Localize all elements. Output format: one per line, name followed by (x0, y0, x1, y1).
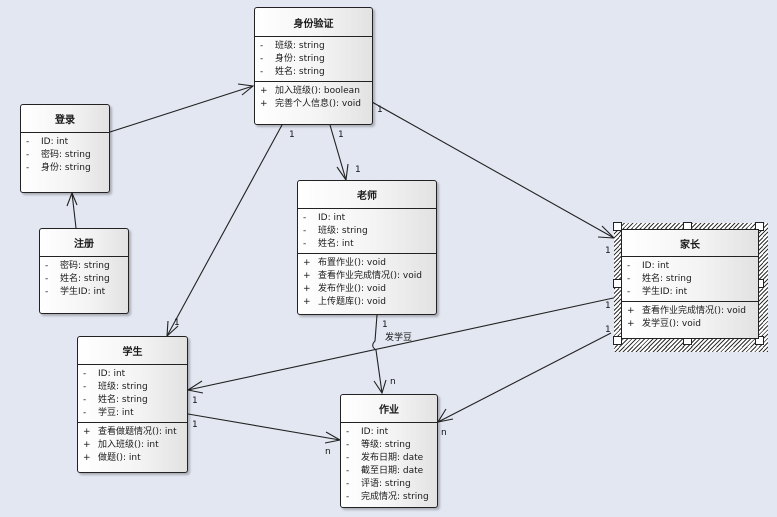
arrowhead (186, 380, 204, 394)
operation: +做题(): int (83, 453, 141, 463)
attribute: -ID: int (83, 369, 126, 379)
resize-handle[interactable] (613, 336, 622, 345)
multiplicity-label: 1 (605, 246, 611, 256)
assoc-auth-teacher[interactable] (329, 124, 347, 181)
class-name: 家长 (622, 230, 758, 257)
arrowhead (66, 191, 78, 207)
attribute: -ID: int (26, 137, 69, 147)
attribute: -班级: string (303, 226, 368, 236)
resize-handle[interactable] (755, 336, 764, 345)
arrowhead (597, 225, 616, 239)
arrowhead (237, 83, 255, 96)
attribute: -姓名: int (303, 239, 354, 249)
assoc-auth-parent[interactable] (371, 101, 615, 239)
attribute: -截至日期: date (346, 466, 424, 476)
operation: +发布作业(): void (303, 284, 386, 294)
multiplicity-label: 1 (605, 325, 611, 335)
class-student[interactable]: 学生 -ID: int -班级: string -姓名: string -学豆:… (77, 336, 188, 473)
class-name: 学生 (78, 337, 187, 365)
multiplicity-label: n (441, 428, 447, 438)
operation: +查看做题情况(): int (83, 427, 177, 437)
attribute: -ID: int (303, 213, 346, 223)
multiplicity-label: 1 (605, 301, 611, 311)
multiplicity-label: 1 (192, 420, 198, 430)
resize-handle[interactable] (755, 222, 764, 231)
operation: +加入班级(): boolean (260, 86, 360, 96)
operation: +查看作业完成情况(): void (627, 306, 746, 316)
class-name: 作业 (341, 395, 437, 423)
assoc-parent-student[interactable] (187, 296, 619, 391)
attributes-section: -ID: int -班级: string -姓名: string -学豆: in… (78, 365, 187, 423)
class-teacher[interactable]: 老师 -ID: int -班级: string -姓名: int +布置作业()… (297, 180, 437, 315)
attribute: -学生ID: int (627, 287, 688, 297)
attributes-section: -ID: int -密码: string -身份: string (21, 133, 109, 177)
attributes-section: -密码: string -姓名: string -学生ID: int (40, 257, 128, 301)
attribute: -身份: string (260, 54, 325, 64)
class-name: 登录 (21, 105, 109, 133)
class-login[interactable]: 登录 -ID: int -密码: string -身份: string (20, 104, 110, 193)
assoc-register-login[interactable] (71, 192, 77, 229)
multiplicity-label: n (325, 447, 331, 457)
attribute: -学生ID: int (45, 287, 106, 297)
multiplicity-label: 1 (192, 396, 198, 406)
attribute: -完成情况: string (346, 492, 429, 502)
multiplicity-label: n (390, 377, 396, 387)
attribute: -班级: string (260, 41, 325, 51)
operations-section: +加入班级(): boolean +完善个人信息(): void (255, 82, 372, 113)
class-parent[interactable]: 家长 -ID: int -姓名: string -学生ID: int +查看作业… (621, 229, 759, 339)
attribute: -等级: string (346, 440, 411, 450)
assoc-parent-homework[interactable] (437, 332, 612, 423)
attribute: -密码: string (26, 150, 91, 160)
attribute: -姓名: string (83, 395, 148, 405)
class-register[interactable]: 注册 -密码: string -姓名: string -学生ID: int (39, 228, 129, 314)
assoc-auth-student[interactable] (166, 124, 283, 337)
operation: +完善个人信息(): void (260, 99, 361, 109)
attribute: -发布日期: date (346, 453, 424, 463)
attribute: -姓名: string (45, 274, 110, 284)
operation: +查看作业完成情况(): void (303, 271, 422, 281)
attribute: -学豆: int (83, 408, 134, 418)
attribute: -姓名: string (627, 274, 692, 284)
operation: +发学豆(): void (627, 319, 701, 329)
arrowhead (436, 408, 454, 423)
resize-handle[interactable] (613, 222, 622, 231)
multiplicity-label: 1 (355, 165, 361, 175)
class-name: 老师 (298, 181, 436, 209)
attribute: -身份: string (26, 163, 91, 173)
operation: +加入班级(): int (83, 440, 159, 450)
attribute: -评语: string (346, 479, 411, 489)
arrowhead (373, 379, 387, 395)
attributes-section: -ID: int -姓名: string -学生ID: int (622, 257, 758, 302)
operation: +上传题库(): void (303, 297, 386, 307)
attribute: -姓名: string (260, 67, 325, 77)
assoc-teacher-homework[interactable] (372, 314, 383, 394)
attribute: -班级: string (83, 382, 148, 392)
assoc-login-auth[interactable] (109, 85, 254, 133)
multiplicity-label: 1 (174, 318, 180, 328)
attributes-section: -ID: int -班级: string -姓名: int (298, 209, 436, 254)
operations-section: +查看作业完成情况(): void +发学豆(): void (622, 302, 758, 333)
operation: +布置作业(): void (303, 258, 386, 268)
multiplicity-label: 1 (338, 130, 344, 140)
multiplicity-label: 1 (377, 105, 383, 115)
class-auth[interactable]: 身份验证 -班级: string -身份: string -姓名: string… (254, 7, 373, 125)
association-label: 发学豆 (385, 333, 413, 343)
attribute: -密码: string (45, 261, 110, 271)
operations-section: +查看做题情况(): int +加入班级(): int +做题(): int (78, 423, 187, 467)
assoc-student-homework[interactable] (187, 413, 341, 441)
attributes-section: -ID: int -等级: string -发布日期: date -截至日期: … (341, 423, 437, 506)
multiplicity-label: 1 (289, 130, 295, 140)
class-name: 注册 (40, 229, 128, 257)
operations-section: +布置作业(): void +查看作业完成情况(): void +发布作业():… (298, 254, 436, 311)
class-homework[interactable]: 作业 -ID: int -等级: string -发布日期: date -截至日… (340, 394, 438, 508)
attribute: -ID: int (346, 427, 389, 437)
attribute: -ID: int (627, 261, 670, 271)
class-name: 身份验证 (255, 8, 372, 37)
multiplicity-label: 1 (382, 320, 388, 330)
attributes-section: -班级: string -身份: string -姓名: string (255, 37, 372, 82)
